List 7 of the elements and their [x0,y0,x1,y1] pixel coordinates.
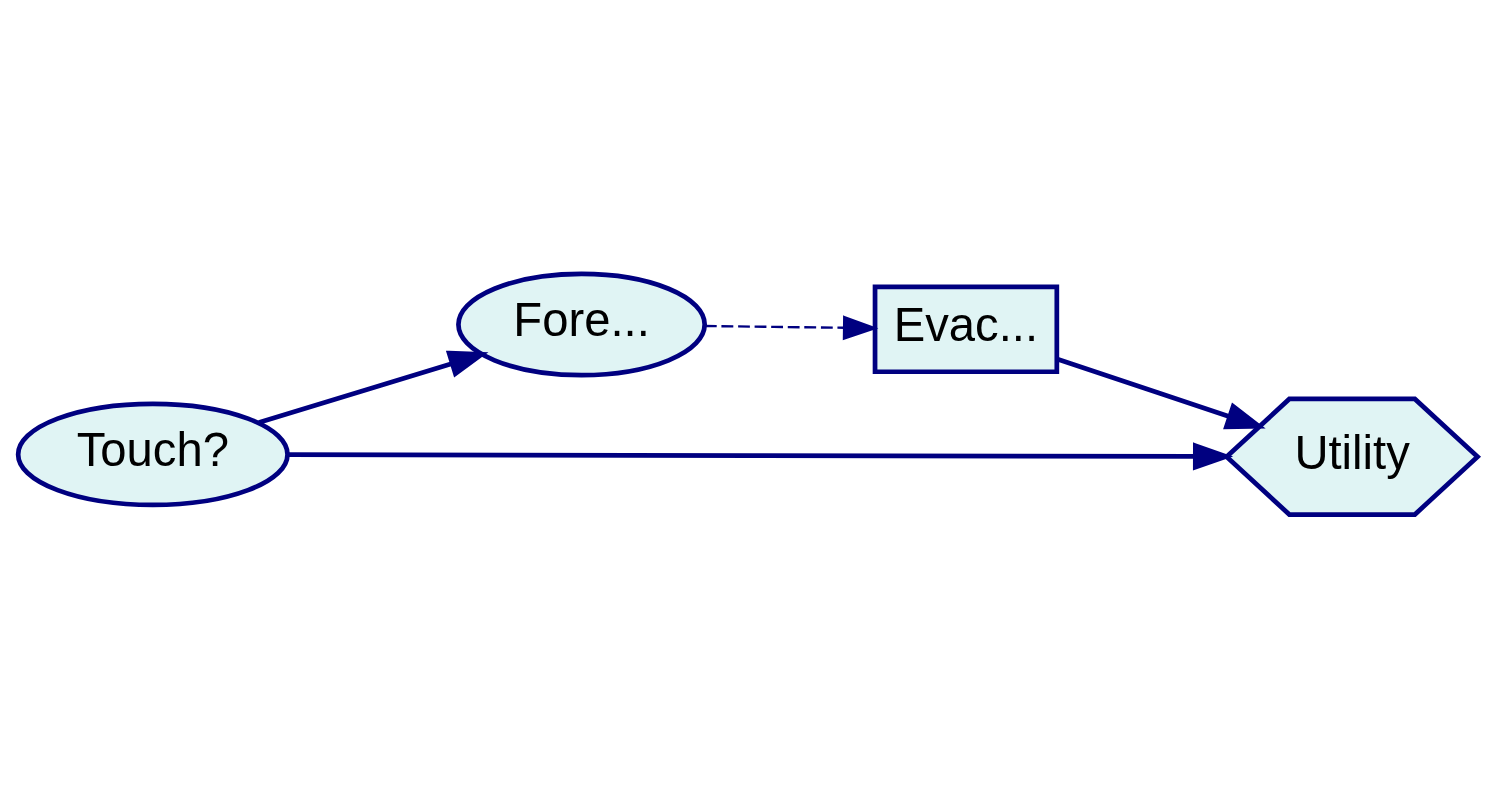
arrow [705,314,879,340]
node-ellipse: Fore... [456,271,707,377]
arrow [1056,356,1266,429]
arrow [288,441,1234,470]
arrow [258,350,489,425]
node-ellipse: Touch? [15,400,290,507]
node-box: Evac... [872,283,1060,374]
